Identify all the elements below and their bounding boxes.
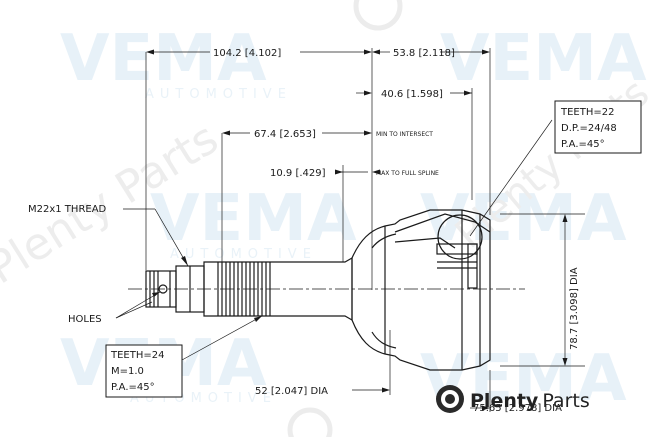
callout-holes: HOLES <box>68 314 102 325</box>
watermark-brand-mid: VEMA <box>150 182 357 256</box>
callout-labels: M22x1 THREAD HOLES <box>28 204 107 325</box>
dim-spline-note: MAX TO FULL SPLINE <box>376 170 439 177</box>
inner-joint <box>394 213 491 289</box>
watermark-brand-top-right: VEMA <box>440 22 647 96</box>
logo-text-light: Parts <box>542 390 589 412</box>
dim-intersect-note: MIN TO INTERSECT <box>376 131 433 138</box>
threaded-end <box>145 265 205 313</box>
logo-text-bold: Plenty <box>470 390 539 412</box>
spec-outer-module: M=1.0 <box>111 366 144 377</box>
bell-housing <box>351 209 491 371</box>
watermark-gear-bottom <box>287 407 333 437</box>
spec-box-outer: TEETH=24 M=1.0 P.A.=45° <box>105 344 183 398</box>
dim-seal-dia: 52 [2.047] DIA <box>255 386 328 397</box>
spec-outer-pa: P.A.=45° <box>111 382 155 393</box>
dim-outer-dia: 75.65 [2.978] DIA <box>473 403 562 414</box>
arrowheads <box>146 49 568 411</box>
dimension-labels: 104.2 [4.102] 53.8 [2.118] 40.6 [1.598] … <box>213 48 580 414</box>
spec-inner-pa: P.A.=45° <box>561 139 605 150</box>
dim-overall-left: 104.2 [4.102] <box>213 48 281 59</box>
part-outline <box>128 209 525 371</box>
spec-box-inner: TEETH=22 D.P.=24/48 P.A.=45° <box>554 100 642 154</box>
hole-circle <box>158 284 168 294</box>
spec-inner-dp: D.P.=24/48 <box>561 123 617 134</box>
dim-to-center: 40.6 [1.598] <box>381 89 443 100</box>
watermark-brand-top-left: VEMA <box>60 22 267 96</box>
dim-bell-dia: 78.7 [3.098] DIA <box>569 267 580 350</box>
watermark-sub-mid: AUTOMOTIVE <box>170 247 317 262</box>
spec-inner-teeth: TEETH=22 <box>560 107 614 118</box>
dim-spline-value: 10.9 [.429] <box>270 168 326 179</box>
dim-overall-right: 53.8 [2.118] <box>393 48 455 59</box>
spec-outer-teeth: TEETH=24 <box>110 350 164 361</box>
watermark-sub-top-left: AUTOMOTIVE <box>145 87 292 102</box>
inner-race-circle <box>437 214 483 260</box>
watermark-gear-top <box>353 0 403 31</box>
callout-thread: M22x1 THREAD <box>28 204 107 215</box>
dim-intersect-value: 67.4 [2.653] <box>254 129 316 140</box>
dimension-lines <box>115 48 585 412</box>
